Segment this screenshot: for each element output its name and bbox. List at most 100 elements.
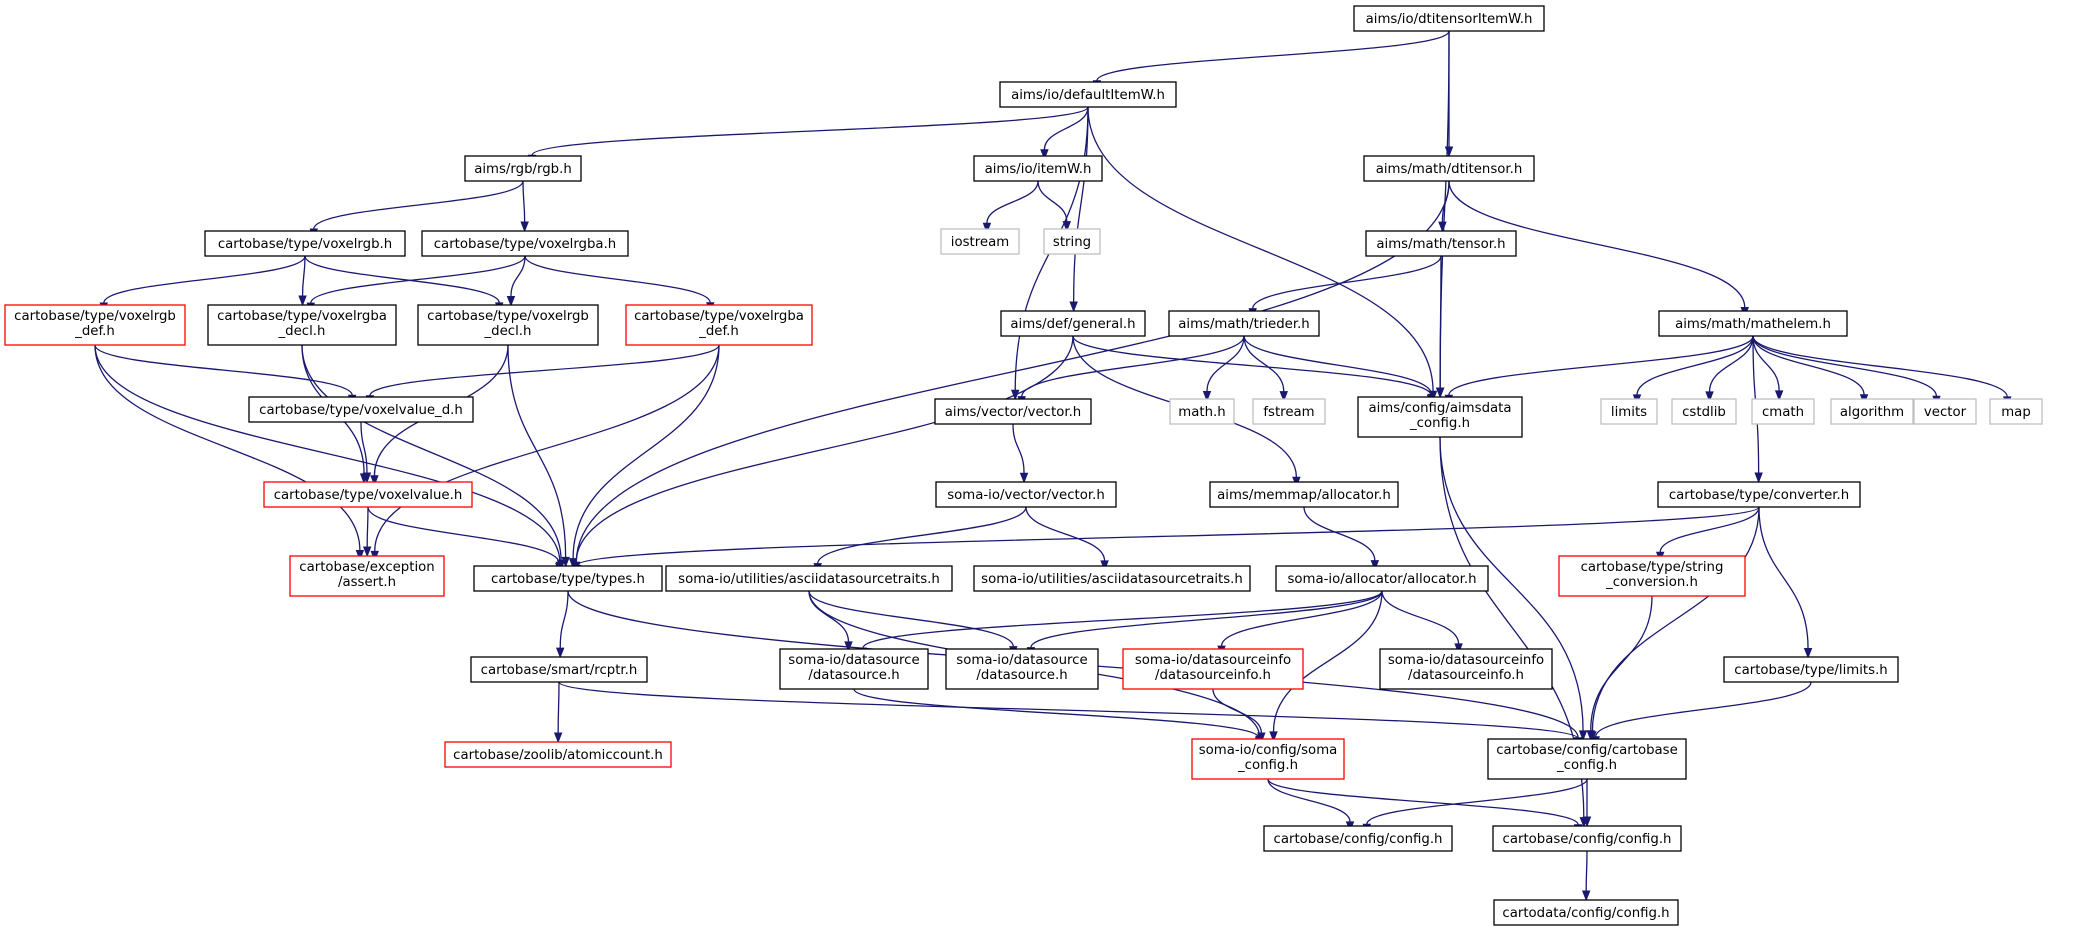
node-box[interactable] xyxy=(1658,310,1848,337)
node-box[interactable] xyxy=(1830,398,1914,425)
node-voxelrgba_def[interactable]: cartobase/type/voxelrgba_def.h xyxy=(625,304,813,346)
node-algorithm[interactable]: algorithm xyxy=(1830,398,1914,425)
node-string[interactable]: string xyxy=(1043,228,1101,255)
node-box[interactable] xyxy=(1363,155,1535,182)
node-box[interactable] xyxy=(1913,398,1977,425)
node-box[interactable] xyxy=(1043,228,1101,255)
node-voxelvalue[interactable]: cartobase/type/voxelvalue.h xyxy=(263,481,473,508)
node-box[interactable] xyxy=(207,304,397,346)
node-aimsdata_config[interactable]: aims/config/aimsdata_config.h xyxy=(1357,396,1523,438)
node-box[interactable] xyxy=(935,481,1117,508)
node-converter[interactable]: cartobase/type/converter.h xyxy=(1657,481,1861,508)
node-box[interactable] xyxy=(1353,5,1545,32)
node-box[interactable] xyxy=(1671,398,1737,425)
node-box[interactable] xyxy=(1000,310,1146,337)
node-allocator_soma[interactable]: soma-io/allocator/allocator.h xyxy=(1275,565,1489,592)
node-box[interactable] xyxy=(470,656,648,683)
node-box[interactable] xyxy=(1263,825,1453,852)
node-datasource1[interactable]: soma-io/datasource/datasource.h xyxy=(779,648,929,690)
node-box[interactable] xyxy=(1379,648,1553,690)
node-box[interactable] xyxy=(973,155,1103,182)
node-cartodata_config[interactable]: cartodata/config/config.h xyxy=(1493,899,1679,926)
node-trieder[interactable]: aims/math/trieder.h xyxy=(1168,310,1320,337)
node-box[interactable] xyxy=(289,555,445,597)
node-cstdlib[interactable]: cstdlib xyxy=(1671,398,1737,425)
node-allocator_aims[interactable]: aims/memmap/allocator.h xyxy=(1209,481,1399,508)
node-box[interactable] xyxy=(973,565,1251,592)
node-box[interactable] xyxy=(1209,481,1399,508)
node-box[interactable] xyxy=(1657,481,1861,508)
node-mathelem[interactable]: aims/math/mathelem.h xyxy=(1658,310,1848,337)
node-box[interactable] xyxy=(940,228,1020,255)
node-types[interactable]: cartobase/type/types.h xyxy=(473,565,663,592)
node-box[interactable] xyxy=(421,230,629,257)
node-vector[interactable]: vector xyxy=(1913,398,1977,425)
node-box[interactable] xyxy=(263,481,473,508)
node-box[interactable] xyxy=(1493,899,1679,926)
node-asciitraits2[interactable]: soma-io/utilities/asciidatasourcetraits.… xyxy=(973,565,1251,592)
node-box[interactable] xyxy=(945,648,1099,690)
node-tensor[interactable]: aims/math/tensor.h xyxy=(1365,230,1517,257)
node-box[interactable] xyxy=(999,81,1177,108)
node-box[interactable] xyxy=(1252,398,1326,425)
node-box[interactable] xyxy=(1492,825,1682,852)
node-math_h[interactable]: math.h xyxy=(1169,398,1235,425)
node-datasourceinfo1[interactable]: soma-io/datasourceinfo/datasourceinfo.h xyxy=(1122,648,1304,690)
node-rgb[interactable]: aims/rgb/rgb.h xyxy=(464,155,582,182)
node-box[interactable] xyxy=(417,304,599,346)
node-datasourceinfo2[interactable]: soma-io/datasourceinfo/datasourceinfo.h xyxy=(1379,648,1553,690)
node-box[interactable] xyxy=(204,230,406,257)
node-dtitensor[interactable]: aims/math/dtitensor.h xyxy=(1363,155,1535,182)
node-box[interactable] xyxy=(1122,648,1304,690)
node-box[interactable] xyxy=(1600,398,1658,425)
node-box[interactable] xyxy=(4,304,186,346)
node-limits_h[interactable]: cartobase/type/limits.h xyxy=(1723,656,1899,683)
node-box[interactable] xyxy=(1723,656,1899,683)
node-itemW[interactable]: aims/io/itemW.h xyxy=(973,155,1103,182)
node-iostream[interactable]: iostream xyxy=(940,228,1020,255)
node-map[interactable]: map xyxy=(1989,398,2043,425)
node-box[interactable] xyxy=(1357,396,1523,438)
node-box[interactable] xyxy=(934,398,1092,425)
node-string_conversion[interactable]: cartobase/type/string_conversion.h xyxy=(1558,555,1746,597)
node-box[interactable] xyxy=(1169,398,1235,425)
node-defaultItemW[interactable]: aims/io/defaultItemW.h xyxy=(999,81,1177,108)
node-box[interactable] xyxy=(1751,398,1815,425)
node-asciitraits1[interactable]: soma-io/utilities/asciidatasourcetraits.… xyxy=(665,565,953,592)
node-config1[interactable]: cartobase/config/config.h xyxy=(1263,825,1453,852)
node-limits[interactable]: limits xyxy=(1600,398,1658,425)
node-soma_config[interactable]: soma-io/config/soma_config.h xyxy=(1191,738,1345,780)
node-somavector[interactable]: soma-io/vector/vector.h xyxy=(935,481,1117,508)
node-voxelvalue_d[interactable]: cartobase/type/voxelvalue_d.h xyxy=(248,396,474,423)
node-cmath[interactable]: cmath xyxy=(1751,398,1815,425)
node-box[interactable] xyxy=(1168,310,1320,337)
node-root[interactable]: aims/io/dtitensorItemW.h xyxy=(1353,5,1545,32)
node-box[interactable] xyxy=(1558,555,1746,597)
node-voxelrgba_decl[interactable]: cartobase/type/voxelrgba_decl.h xyxy=(207,304,397,346)
node-fstream[interactable]: fstream xyxy=(1252,398,1326,425)
node-box[interactable] xyxy=(444,741,672,768)
node-vector_h[interactable]: aims/vector/vector.h xyxy=(934,398,1092,425)
node-voxelrgb_decl[interactable]: cartobase/type/voxelrgb_decl.h xyxy=(417,304,599,346)
node-box[interactable] xyxy=(1487,738,1687,780)
node-voxelrgb_def[interactable]: cartobase/type/voxelrgb_def.h xyxy=(4,304,186,346)
node-rcptr[interactable]: cartobase/smart/rcptr.h xyxy=(470,656,648,683)
node-box[interactable] xyxy=(625,304,813,346)
node-box[interactable] xyxy=(464,155,582,182)
node-box[interactable] xyxy=(1191,738,1345,780)
node-assert_h[interactable]: cartobase/exception/assert.h xyxy=(289,555,445,597)
node-box[interactable] xyxy=(779,648,929,690)
node-cartobase_config[interactable]: cartobase/config/cartobase_config.h xyxy=(1487,738,1687,780)
node-config2[interactable]: cartobase/config/config.h xyxy=(1492,825,1682,852)
node-box[interactable] xyxy=(1365,230,1517,257)
node-box[interactable] xyxy=(665,565,953,592)
node-box[interactable] xyxy=(1275,565,1489,592)
node-datasource2[interactable]: soma-io/datasource/datasource.h xyxy=(945,648,1099,690)
node-general[interactable]: aims/def/general.h xyxy=(1000,310,1146,337)
node-box[interactable] xyxy=(473,565,663,592)
node-atomiccount[interactable]: cartobase/zoolib/atomiccount.h xyxy=(444,741,672,768)
node-box[interactable] xyxy=(248,396,474,423)
node-box[interactable] xyxy=(1989,398,2043,425)
node-voxelrgba[interactable]: cartobase/type/voxelrgba.h xyxy=(421,230,629,257)
node-voxelrgb[interactable]: cartobase/type/voxelrgb.h xyxy=(204,230,406,257)
